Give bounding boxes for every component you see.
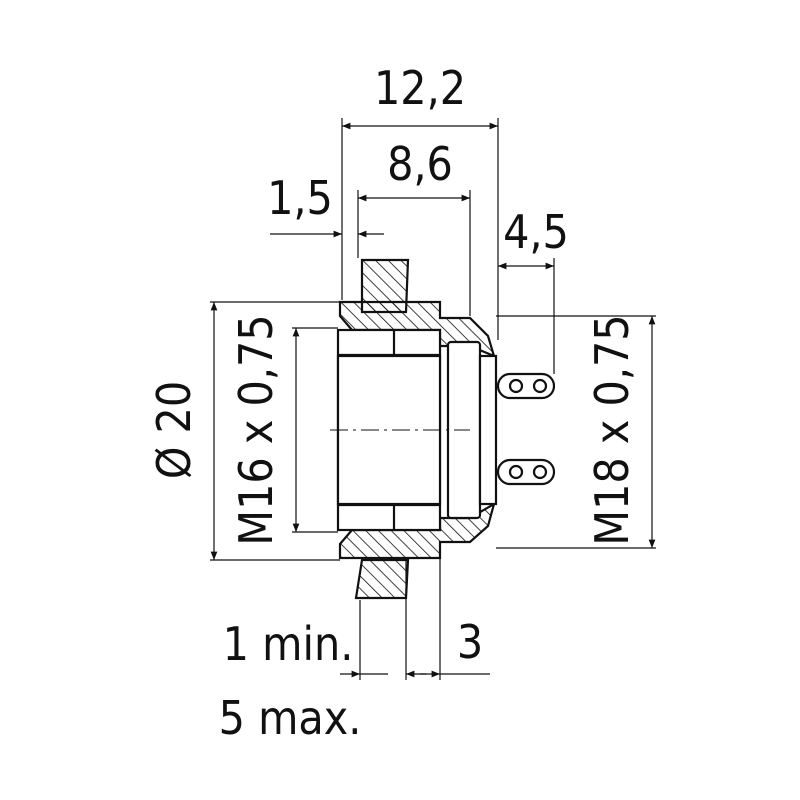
label-panel-max: 5 max. (219, 691, 362, 745)
solder-pin-top (496, 372, 556, 400)
label-nut-thickness: 3 (457, 615, 483, 669)
connector-body (330, 258, 556, 600)
label-overall-depth: 12,2 (374, 61, 466, 115)
solder-pin-bottom (496, 458, 556, 486)
insert-back (478, 354, 498, 506)
label-front-thread: M16 x 0,75 (229, 314, 283, 545)
label-panel-min: 1 min. (223, 617, 354, 671)
label-diameter: Ø 20 (147, 381, 201, 479)
label-pin-offset: 4,5 (503, 205, 569, 259)
label-body-depth: 8,6 (387, 137, 453, 191)
dimension-labels: 12,2 8,6 1,5 4,5 Ø 20 M16 x 0,75 M18 x 0… (147, 61, 639, 745)
label-rear-thread: M18 x 0,75 (585, 314, 639, 545)
panel-bottom (354, 558, 410, 600)
label-flange: 1,5 (267, 171, 333, 225)
dimension-lines (210, 118, 656, 680)
